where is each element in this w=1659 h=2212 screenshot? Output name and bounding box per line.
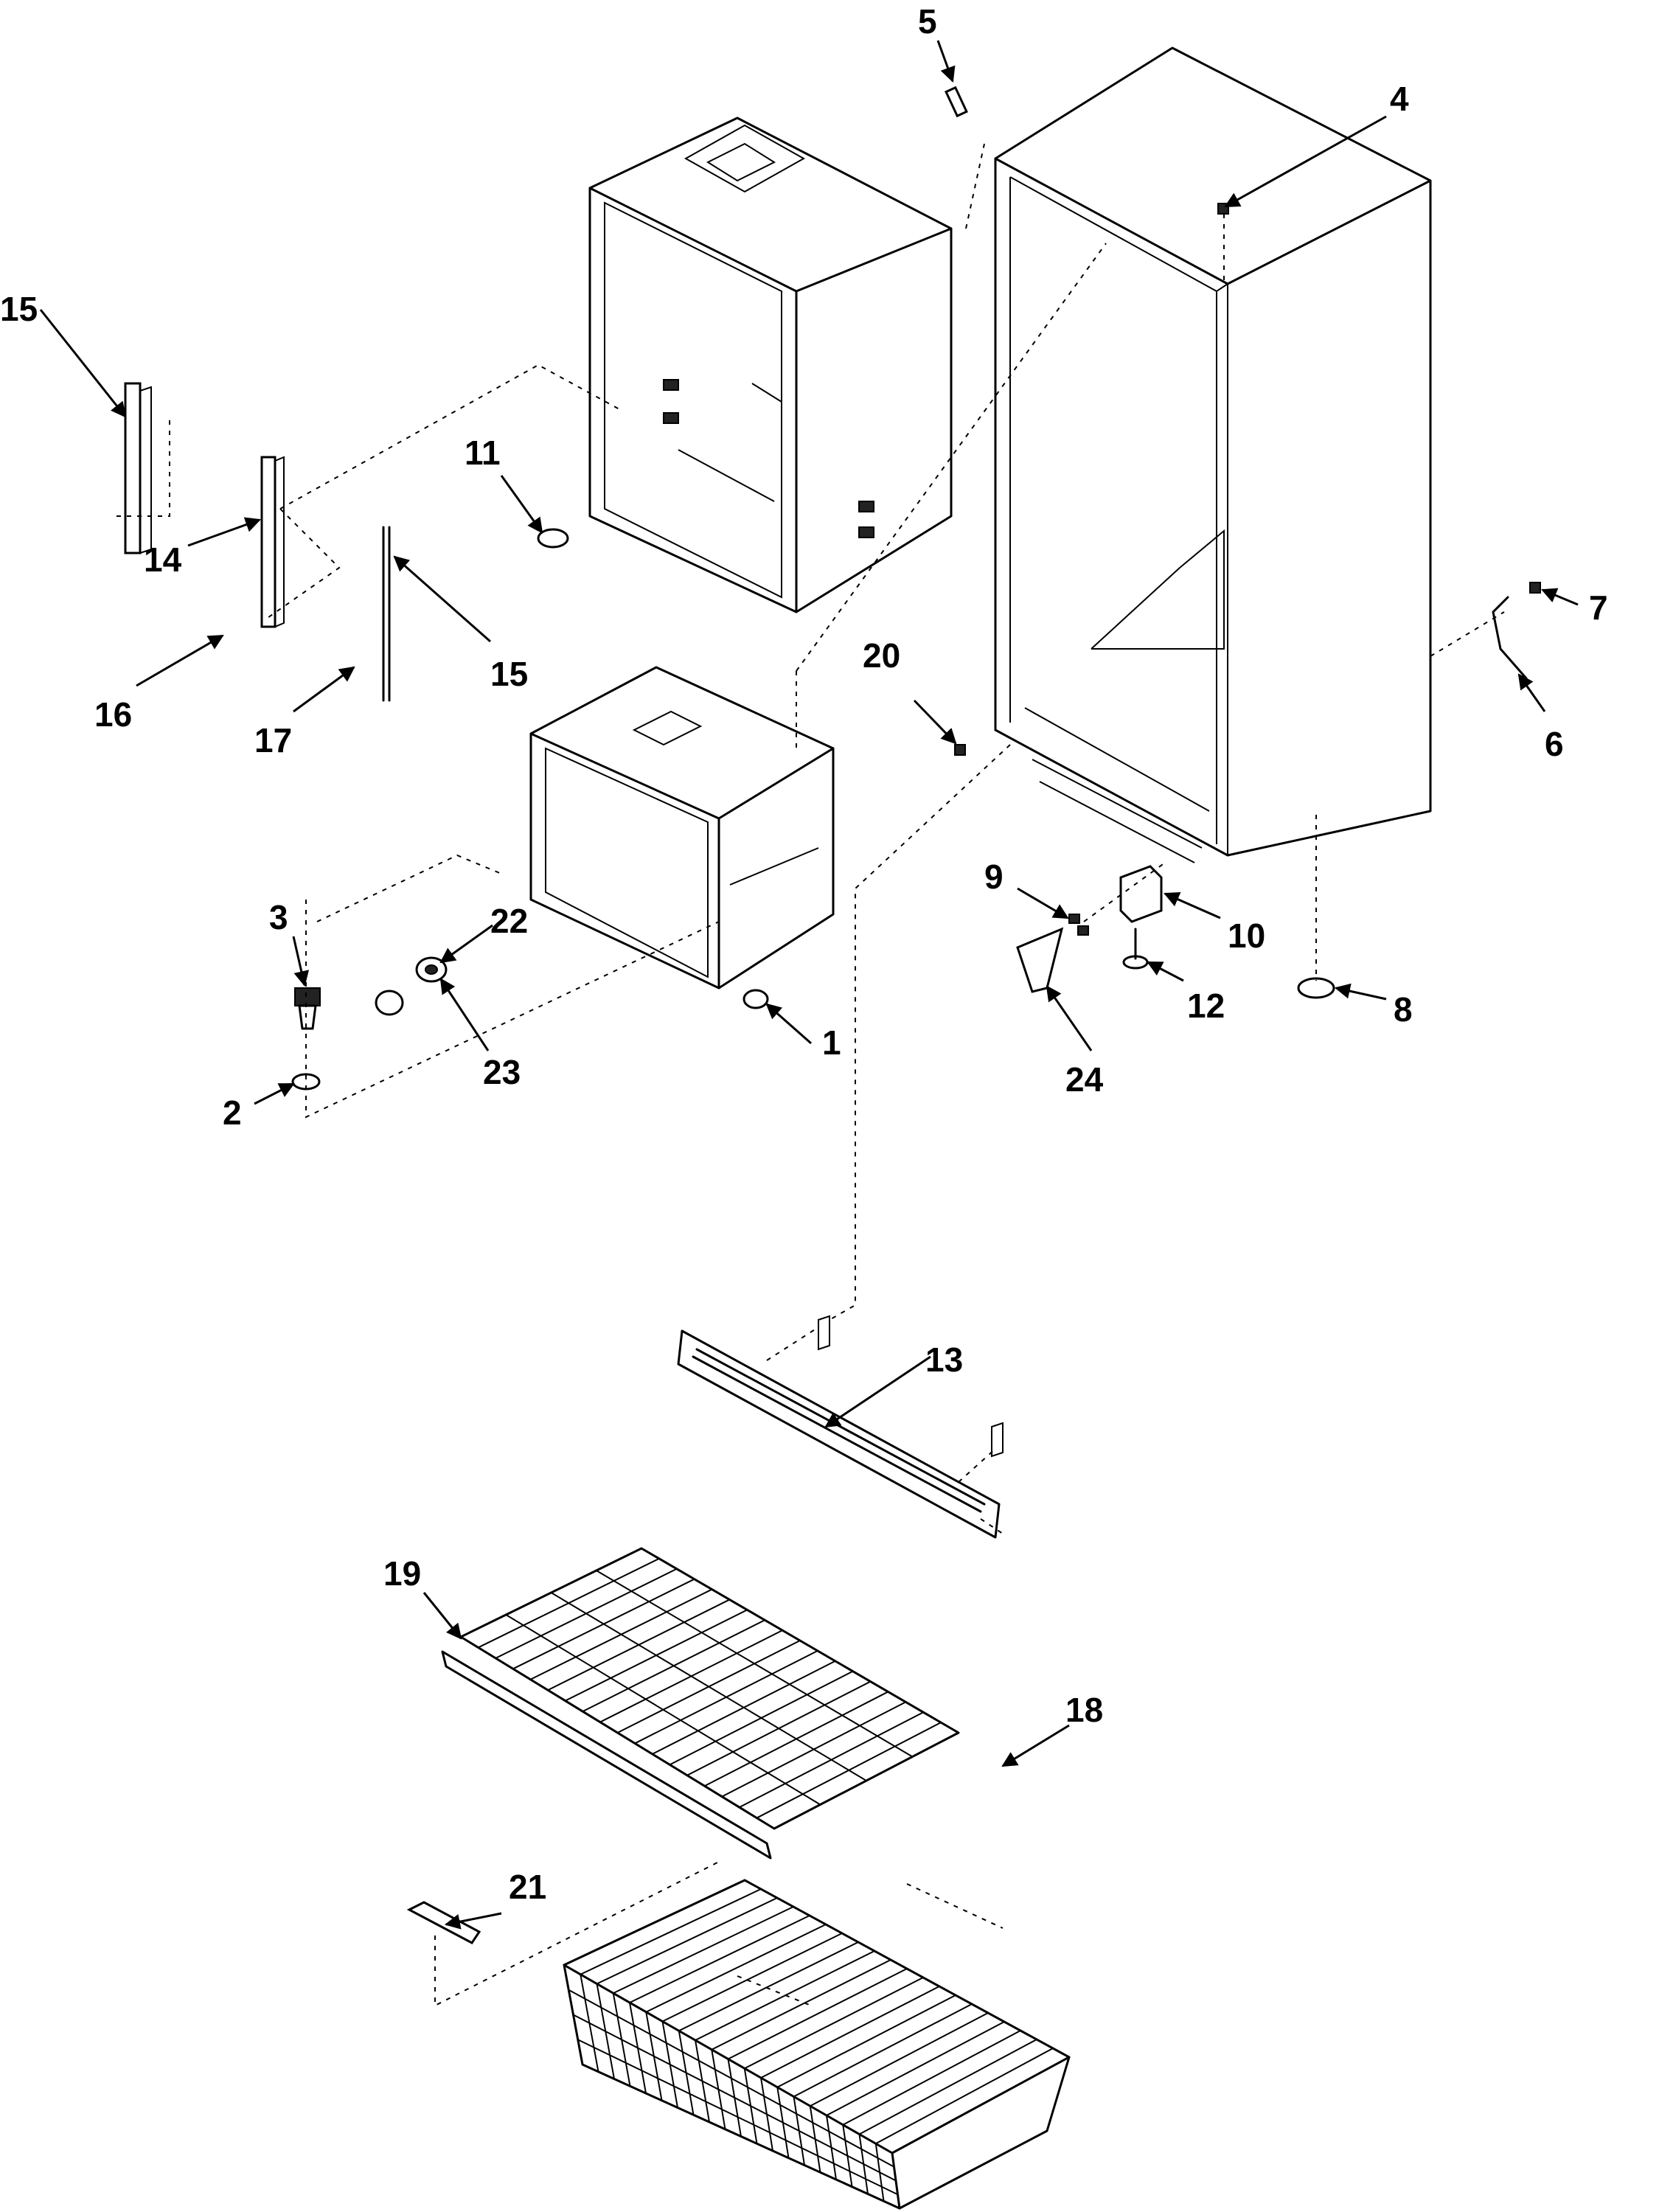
handle-21 [406, 1901, 481, 1944]
alignment-lines [111, 143, 1505, 2007]
callout-19: 19 [383, 1554, 421, 1593]
callout-5: 5 [918, 2, 937, 41]
callout-6: 6 [1545, 725, 1564, 763]
callout-22: 22 [490, 902, 528, 940]
callout-3: 3 [269, 898, 288, 936]
callout-2: 2 [223, 1093, 242, 1132]
wire-shelf-19 [441, 1547, 960, 1860]
callout-18: 18 [1065, 1691, 1103, 1729]
callout-8: 8 [1394, 990, 1413, 1029]
callout-15-right: 15 [490, 655, 528, 693]
cabinet-shell [994, 46, 1432, 863]
wire-basket-18 [563, 1879, 1071, 2210]
callout-21: 21 [509, 1868, 546, 1906]
shelf-rails [124, 382, 391, 702]
callout-15-left: 15 [0, 290, 38, 328]
lower-liner [529, 666, 835, 990]
callout-labels: 1 2 3 4 5 6 7 8 9 10 11 12 13 14 15 15 1… [0, 2, 1608, 1906]
callout-4: 4 [1390, 80, 1409, 118]
callout-7: 7 [1589, 588, 1608, 627]
callout-23: 23 [483, 1053, 521, 1091]
hardware [291, 86, 1541, 1091]
callout-11: 11 [465, 434, 501, 472]
upper-liner [588, 116, 953, 613]
callout-12: 12 [1187, 987, 1225, 1025]
callout-24: 24 [1065, 1060, 1104, 1099]
callout-10: 10 [1228, 917, 1265, 955]
callout-9: 9 [984, 858, 1004, 896]
callout-20: 20 [863, 636, 900, 675]
callout-13: 13 [925, 1340, 963, 1379]
callout-1: 1 [822, 1023, 841, 1062]
callout-16: 16 [94, 695, 132, 734]
callout-17: 17 [254, 721, 292, 759]
leader-arrows [39, 40, 1579, 1930]
callout-14: 14 [144, 540, 182, 579]
